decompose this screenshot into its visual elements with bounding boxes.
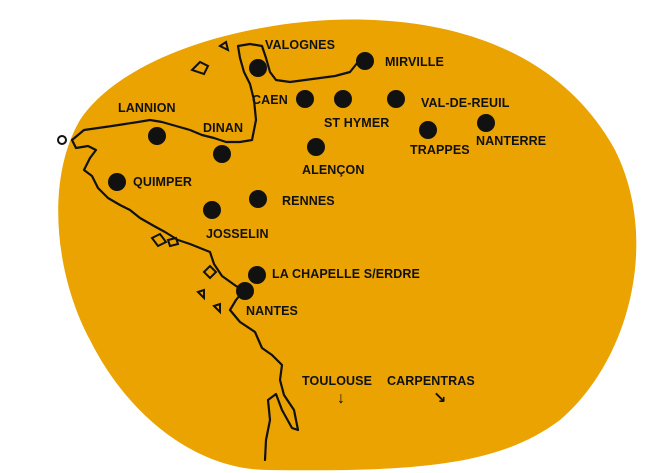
city-dot-josselin (203, 201, 221, 219)
city-dot-trappes (419, 121, 437, 139)
island (57, 135, 67, 145)
island (202, 264, 218, 280)
city-dot-val-de-reuil (387, 90, 405, 108)
city-label-nantes: NANTES (246, 304, 298, 318)
coastline (70, 42, 368, 462)
city-label-nanterre: NANTERRE (476, 134, 547, 148)
city-dot-quimper (108, 173, 126, 191)
city-dot-st-hymer (334, 90, 352, 108)
city-dot-rennes (249, 190, 267, 208)
city-dot-valognes (249, 59, 267, 77)
city-dot-alencon (307, 138, 325, 156)
island (212, 302, 221, 315)
city-dot-la-chapelle (248, 266, 266, 284)
island (218, 40, 230, 52)
city-dot-dinan (213, 145, 231, 163)
offmap-label-toulouse: TOULOUSE (302, 374, 373, 388)
region-blob (58, 19, 637, 471)
city-dot-nanterre (477, 114, 495, 132)
city-dot-nantes (236, 282, 254, 300)
city-label-mirville: MIRVILLE (385, 55, 444, 69)
island (166, 236, 180, 248)
city-dot-caen (296, 90, 314, 108)
city-label-caen: CAEN (252, 93, 288, 107)
city-label-quimper: QUIMPER (133, 175, 193, 189)
city-label-la-chapelle: LA CHAPELLE S/ERDRE (272, 267, 420, 281)
city-label-val-de-reuil: VAL-DE-REUIL (421, 96, 510, 110)
city-label-dinan: DINAN (203, 121, 244, 135)
city-dot-lannion (148, 127, 166, 145)
island (190, 60, 210, 76)
island (150, 232, 168, 248)
city-label-alencon: ALENÇON (302, 163, 365, 177)
arrow-down-icon: ↓ (337, 390, 345, 407)
city-label-valognes: VALOGNES (265, 38, 336, 52)
city-label-rennes: RENNES (282, 194, 335, 208)
offmap-label-carpentras: CARPENTRAS (387, 374, 475, 388)
arrow-down-right-icon: ↘ (433, 390, 447, 407)
city-dot-mirville (356, 52, 374, 70)
city-label-trappes: TRAPPES (410, 143, 470, 157)
city-label-josselin: JOSSELIN (206, 227, 269, 241)
island (196, 288, 205, 301)
city-label-lannion: LANNION (118, 101, 176, 115)
city-label-st-hymer: ST HYMER (324, 116, 390, 130)
